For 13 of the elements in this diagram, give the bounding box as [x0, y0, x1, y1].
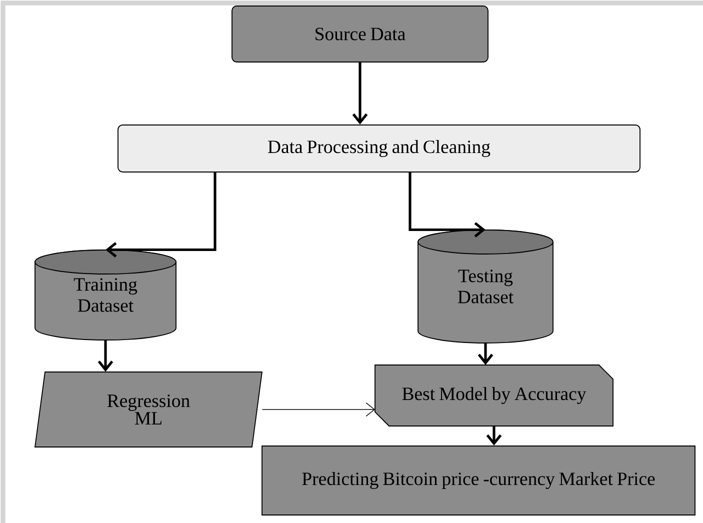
model-box: Best Model by Accuracy — [374, 364, 614, 426]
arrow — [478, 343, 494, 365]
process-box: Data Processing and Cleaning — [118, 124, 640, 172]
process-box: Source Data — [232, 6, 488, 62]
output-box: Predicting Bitcoin price -currency Market Price — [262, 446, 696, 516]
arrow — [262, 402, 375, 417]
arrow — [98, 340, 114, 372]
arrow — [408, 172, 486, 238]
arrow — [486, 426, 502, 446]
arrow — [352, 62, 368, 125]
database-cylinder: Training Dataset — [34, 250, 176, 340]
database-cylinder: Testing Dataset — [418, 230, 554, 344]
arrow — [106, 172, 216, 258]
